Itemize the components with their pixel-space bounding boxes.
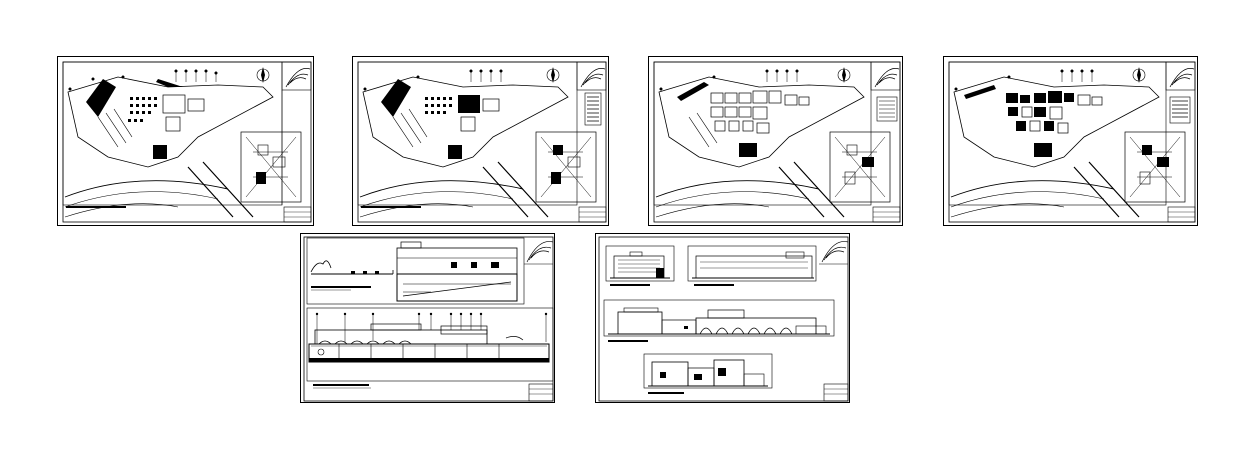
site-plan-sheet-3 bbox=[648, 56, 903, 226]
building-sections-sheet bbox=[300, 233, 555, 403]
site-plan-drawing bbox=[948, 61, 1196, 223]
site-plan-drawing bbox=[62, 61, 312, 223]
sections-drawing bbox=[303, 236, 554, 402]
elevations-drawing bbox=[598, 236, 849, 402]
site-plan-drawing bbox=[653, 61, 901, 223]
site-plan-sheet-4 bbox=[943, 56, 1198, 226]
site-plan-drawing bbox=[357, 61, 607, 223]
site-plan-sheet-1 bbox=[57, 56, 314, 226]
building-elevations-sheet bbox=[595, 233, 850, 403]
site-plan-sheet-2 bbox=[352, 56, 609, 226]
